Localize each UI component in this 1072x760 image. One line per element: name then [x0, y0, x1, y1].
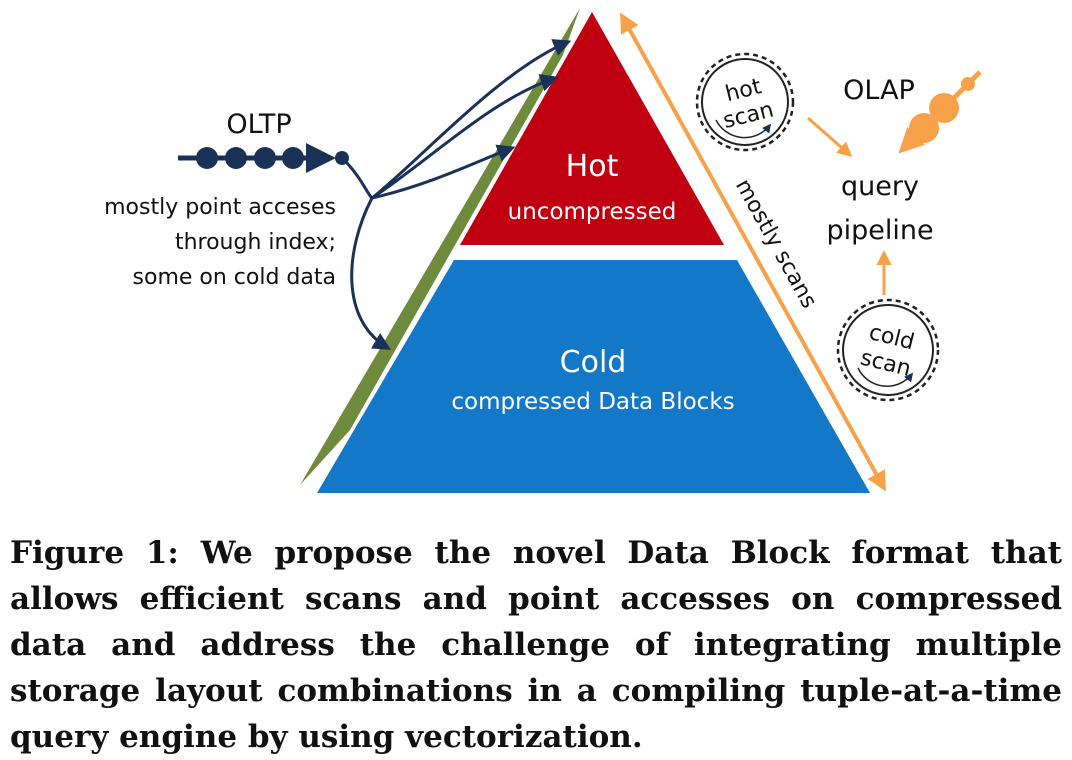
- scan-arrow: [620, 12, 886, 492]
- index-band: [300, 8, 580, 485]
- hot-scan-to-pipeline-arrow: [807, 116, 853, 157]
- cold-subtitle: compressed Data Blocks: [451, 389, 734, 415]
- oltp-desc-line-2: through index;: [175, 230, 336, 255]
- hot-scan-gear-icon: [695, 52, 795, 152]
- caption-text: We propose the novel Data Block format t…: [10, 535, 1063, 755]
- data-block-diagram: Index Hot uncompressed Cold compressed D…: [104, 8, 982, 493]
- olap-arrow: [898, 70, 982, 154]
- cold-scan-gear-icon: [836, 298, 940, 402]
- oltp-desc-line-3: some on cold data: [133, 265, 336, 290]
- hot-subtitle: uncompressed: [508, 199, 677, 225]
- olap-label: OLAP: [843, 75, 915, 106]
- oltp-label: OLTP: [226, 109, 291, 140]
- hot-title: Hot: [566, 149, 619, 184]
- oltp-desc-line-1: mostly point acceses: [104, 195, 336, 220]
- cold-title: Cold: [560, 345, 627, 380]
- caption-label: Figure 1:: [10, 535, 179, 571]
- figure-caption: Figure 1: We propose the novel Data Bloc…: [10, 530, 1062, 760]
- pipeline-line-1: query: [841, 171, 919, 202]
- oltp-arrow: [178, 143, 349, 173]
- index-access-paths: [340, 39, 572, 350]
- pipeline-line-2: pipeline: [826, 215, 933, 246]
